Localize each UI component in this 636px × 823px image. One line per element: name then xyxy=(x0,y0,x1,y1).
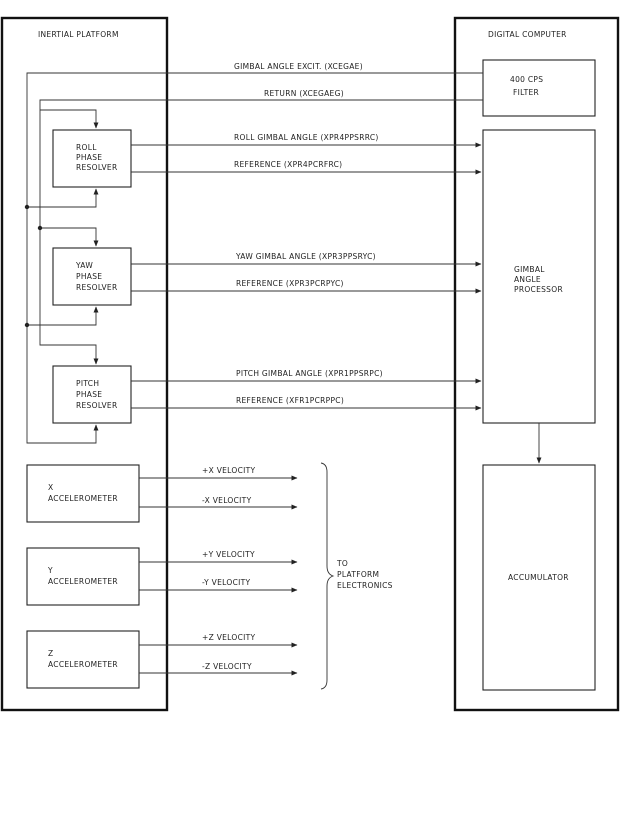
destination-line1: TO xyxy=(336,559,348,568)
excitation-signal-label: GIMBAL ANGLE EXCIT. (XCEGAE) xyxy=(234,62,363,71)
z-accelerometer-block xyxy=(26,630,140,689)
velocity-group-brace xyxy=(320,462,335,690)
z-minus-velocity-label: -Z VELOCITY xyxy=(202,662,252,671)
inertial-platform-title: INERTIAL PLATFORM xyxy=(38,30,119,39)
pitch-reference-label: REFERENCE (XFR1PCRPPC) xyxy=(236,396,344,405)
destination-line3: ELECTRONICS xyxy=(337,581,393,590)
yaw-excitation-wire xyxy=(27,306,99,326)
x-accel-line1: X xyxy=(48,483,53,492)
return-bus-wire xyxy=(39,99,483,365)
processor-label-line2: ANGLE xyxy=(514,275,541,284)
filter-label-line2: FILTER xyxy=(513,88,539,97)
return-signal-label: RETURN (XCEGAEG) xyxy=(264,89,344,98)
roll-phase-resolver-block xyxy=(52,129,132,188)
accumulator-label: ACCUMULATOR xyxy=(508,573,569,582)
y-accelerometer-block xyxy=(26,547,140,606)
roll-reference-label: REFERENCE (XPR4PCRFRC) xyxy=(234,160,342,169)
excitation-junction-yaw xyxy=(24,322,30,328)
yaw-reference-label: REFERENCE (XPR3PCRPYC) xyxy=(236,279,344,288)
yaw-resolver-line3: RESOLVER xyxy=(76,283,117,292)
excitation-bus-wire xyxy=(26,72,483,444)
roll-resolver-line3: RESOLVER xyxy=(76,163,117,172)
pitch-resolver-line2: PHASE xyxy=(76,390,102,399)
roll-resolver-line2: PHASE xyxy=(76,153,102,162)
filter-block xyxy=(482,59,596,117)
roll-return-wire xyxy=(40,109,99,129)
x-accelerometer-block xyxy=(26,464,140,523)
x-plus-velocity-label: +X VELOCITY xyxy=(202,466,256,475)
x-accel-line2: ACCELEROMETER xyxy=(48,494,118,503)
z-accel-line1: Z xyxy=(48,649,53,658)
yaw-angle-label: YAW GIMBAL ANGLE (XPR3PPSRYC) xyxy=(235,252,376,261)
filter-label-line1: 400 CPS xyxy=(510,75,543,84)
x-minus-velocity-label: -X VELOCITY xyxy=(202,496,252,505)
yaw-resolver-line1: YAW xyxy=(75,261,93,270)
pitch-angle-label: PITCH GIMBAL ANGLE (XPR1PPSRPC) xyxy=(236,369,383,378)
yaw-return-wire xyxy=(40,227,99,247)
destination-line2: PLATFORM xyxy=(337,570,379,579)
y-accel-line2: ACCELEROMETER xyxy=(48,577,118,586)
y-accel-line1: Y xyxy=(47,566,53,575)
yaw-phase-resolver-block xyxy=(52,247,132,306)
y-plus-velocity-label: +Y VELOCITY xyxy=(202,550,255,559)
roll-excitation-wire xyxy=(27,188,99,208)
pitch-resolver-line1: PITCH xyxy=(76,379,99,388)
digital-computer-panel xyxy=(453,16,620,712)
z-plus-velocity-label: +Z VELOCITY xyxy=(202,633,256,642)
inertial-platform-panel xyxy=(0,16,169,712)
processor-label-line3: PROCESSOR xyxy=(514,285,563,294)
yaw-resolver-line2: PHASE xyxy=(76,272,102,281)
y-minus-velocity-label: -Y VELOCITY xyxy=(202,578,250,587)
pitch-phase-resolver-block xyxy=(52,365,132,424)
processor-label-line1: GIMBAL xyxy=(514,265,545,274)
z-accel-line2: ACCELEROMETER xyxy=(48,660,118,669)
excitation-junction-roll xyxy=(24,204,30,210)
roll-resolver-line1: ROLL xyxy=(76,143,97,152)
accumulator-block xyxy=(482,464,596,691)
digital-computer-title: DIGITAL COMPUTER xyxy=(488,30,567,39)
pitch-resolver-line3: RESOLVER xyxy=(76,401,117,410)
roll-angle-label: ROLL GIMBAL ANGLE (XPR4PPSRRC) xyxy=(234,133,379,142)
return-junction-yaw xyxy=(37,225,43,231)
